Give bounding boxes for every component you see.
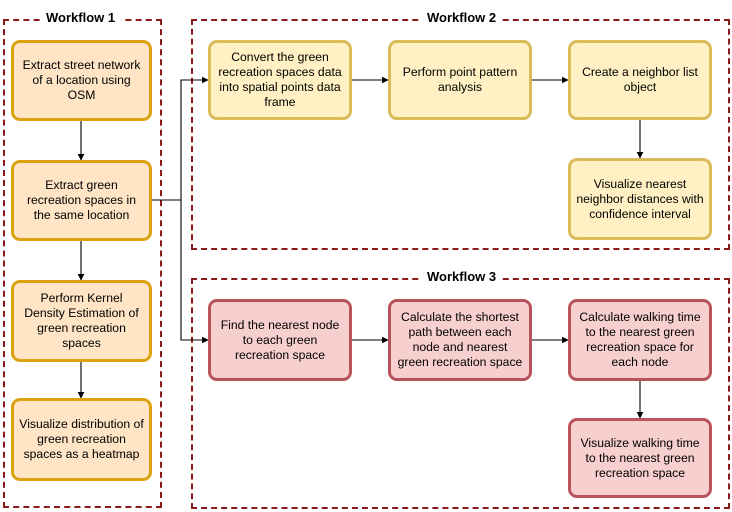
- node-label: Visualize nearest neighbor distances wit…: [576, 176, 704, 221]
- node-label: Find the nearest node to each green recr…: [220, 317, 340, 362]
- node-shortest-path[interactable]: Calculate the shortest path between each…: [388, 299, 532, 381]
- node-find-nearest-node[interactable]: Find the nearest node to each green recr…: [208, 299, 352, 381]
- node-extract-street-network[interactable]: Extract street network of a location usi…: [11, 40, 152, 121]
- edge-w1-to-w3: [180, 200, 209, 344]
- node-label: Calculate the shortest path between each…: [397, 310, 523, 369]
- edge-w1-to-w2: [152, 76, 209, 201]
- node-visualize-neighbor-distances[interactable]: Visualize nearest neighbor distances wit…: [568, 158, 712, 240]
- workflow-2-title: Workflow 2: [421, 10, 503, 26]
- node-label: Visualize walking time to the nearest gr…: [580, 435, 700, 480]
- node-label: Perform Kernel Density Estimation of gre…: [24, 291, 139, 350]
- node-label: Convert the green recreation spaces data…: [218, 50, 342, 109]
- node-label: Extract street network of a location usi…: [22, 58, 141, 102]
- node-walking-time[interactable]: Calculate walking time to the nearest gr…: [568, 299, 712, 381]
- node-label: Create a neighbor list object: [582, 65, 698, 94]
- node-convert-spatial-points[interactable]: Convert the green recreation spaces data…: [208, 40, 352, 120]
- node-point-pattern-analysis[interactable]: Perform point pattern analysis: [388, 40, 532, 120]
- node-visualize-walking-time[interactable]: Visualize walking time to the nearest gr…: [568, 418, 712, 498]
- node-label: Visualize distribution of green recreati…: [19, 417, 144, 461]
- node-extract-green-spaces[interactable]: Extract green recreation spaces in the s…: [11, 160, 152, 241]
- node-kernel-density-estimation[interactable]: Perform Kernel Density Estimation of gre…: [11, 280, 152, 362]
- node-visualize-heatmap[interactable]: Visualize distribution of green recreati…: [11, 398, 152, 481]
- node-label: Calculate walking time to the nearest gr…: [579, 310, 701, 369]
- node-label: Perform point pattern analysis: [402, 65, 518, 94]
- node-neighbor-list[interactable]: Create a neighbor list object: [568, 40, 712, 120]
- workflow-3-title: Workflow 3: [421, 269, 503, 285]
- workflow-1-title: Workflow 1: [40, 10, 122, 26]
- node-label: Extract green recreation spaces in the s…: [26, 178, 137, 222]
